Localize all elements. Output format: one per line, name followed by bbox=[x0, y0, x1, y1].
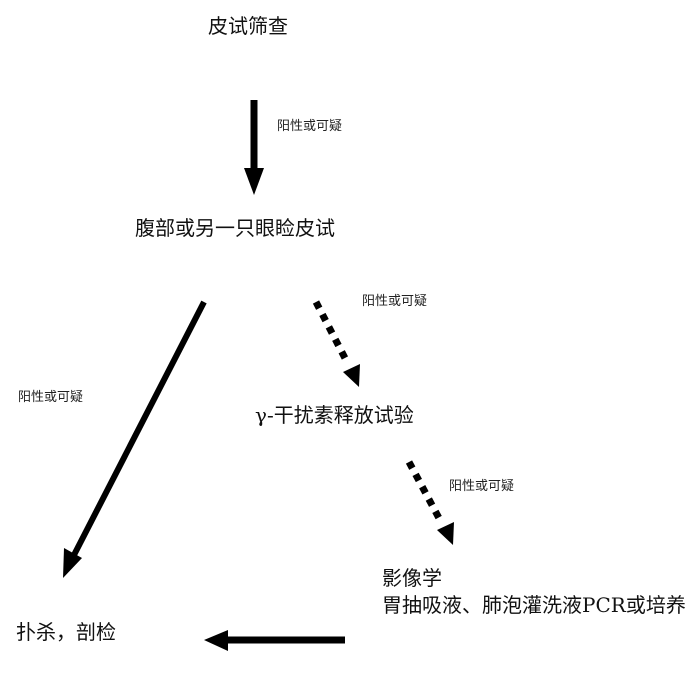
edge-label-positive-2: 阳性或可疑 bbox=[362, 294, 428, 309]
node-cull-necropsy: 扑杀，剖检 bbox=[16, 620, 116, 644]
edge-label-positive-4: 阳性或可疑 bbox=[449, 479, 515, 494]
arrow-left-to-cull bbox=[204, 630, 345, 651]
arrow-down-solid bbox=[244, 100, 264, 195]
node-gamma-interferon-test: γ-干扰素释放试验 bbox=[255, 403, 414, 427]
arrow-dashed-to-imaging bbox=[405, 460, 454, 545]
node-gastric-lavage-pcr: 胃抽吸液、肺泡灌洗液PCR或培养 bbox=[382, 593, 686, 617]
node-skin-screening: 皮试筛查 bbox=[208, 14, 288, 38]
node-abdomen-or-eyelid-test: 腹部或另一只眼睑皮试 bbox=[135, 216, 335, 240]
edge-label-positive-1: 阳性或可疑 bbox=[277, 119, 343, 134]
arrow-diagonal-to-cull bbox=[63, 300, 207, 578]
arrow-dashed-to-gamma bbox=[312, 300, 360, 387]
edge-label-positive-3: 阳性或可疑 bbox=[18, 390, 84, 405]
node-imaging: 影像学 bbox=[382, 566, 442, 590]
